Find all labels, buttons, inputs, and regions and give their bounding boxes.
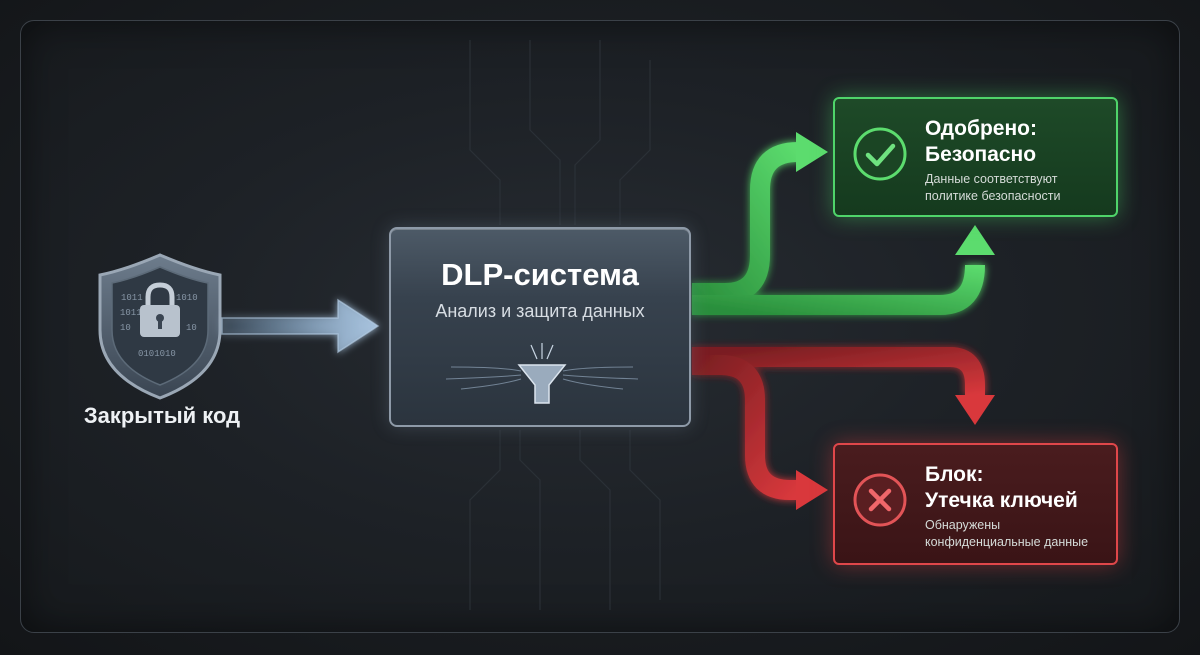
shield-lock-icon: 1011 1010 1011 10 10 0101010 <box>98 253 222 400</box>
binary-text: 1011 <box>120 308 142 318</box>
binary-text: 1011 <box>121 293 143 303</box>
arrow-head <box>796 470 828 510</box>
approved-title: Одобрено: Безопасно <box>925 117 1037 166</box>
dlp-subtitle: Анализ и защита данных <box>435 301 645 321</box>
x-circle-icon <box>853 473 907 527</box>
approved-description: Данные соответствуют политике безопаснос… <box>925 172 1061 203</box>
funnel-icon <box>445 343 639 404</box>
approved-arrows <box>692 142 985 315</box>
check-circle-icon <box>853 127 907 181</box>
blocked-result-box: Блок: Утечка ключей Обнаружены конфиденц… <box>833 443 1118 565</box>
dlp-title: DLP-система <box>441 257 639 292</box>
arrow-head <box>955 225 995 255</box>
circuit-lines <box>469 40 661 610</box>
binary-text: 1010 <box>176 293 198 303</box>
source-label: Закрытый код <box>83 403 241 428</box>
blocked-description: Обнаружены конфиденциальные данные <box>925 518 1089 549</box>
approved-result-box: Одобрено: Безопасно Данные соответствуют… <box>833 97 1118 217</box>
arrow-head <box>955 395 995 425</box>
arrow-head <box>796 132 828 172</box>
input-arrow <box>221 298 380 354</box>
blocked-arrows <box>692 347 985 500</box>
binary-text: 0101010 <box>138 349 176 359</box>
binary-text: 10 <box>120 323 131 333</box>
binary-text: 10 <box>186 323 197 333</box>
dlp-system-node: DLP-система Анализ и защита данных <box>389 227 691 427</box>
blocked-title: Блок: Утечка ключей <box>925 463 1078 512</box>
